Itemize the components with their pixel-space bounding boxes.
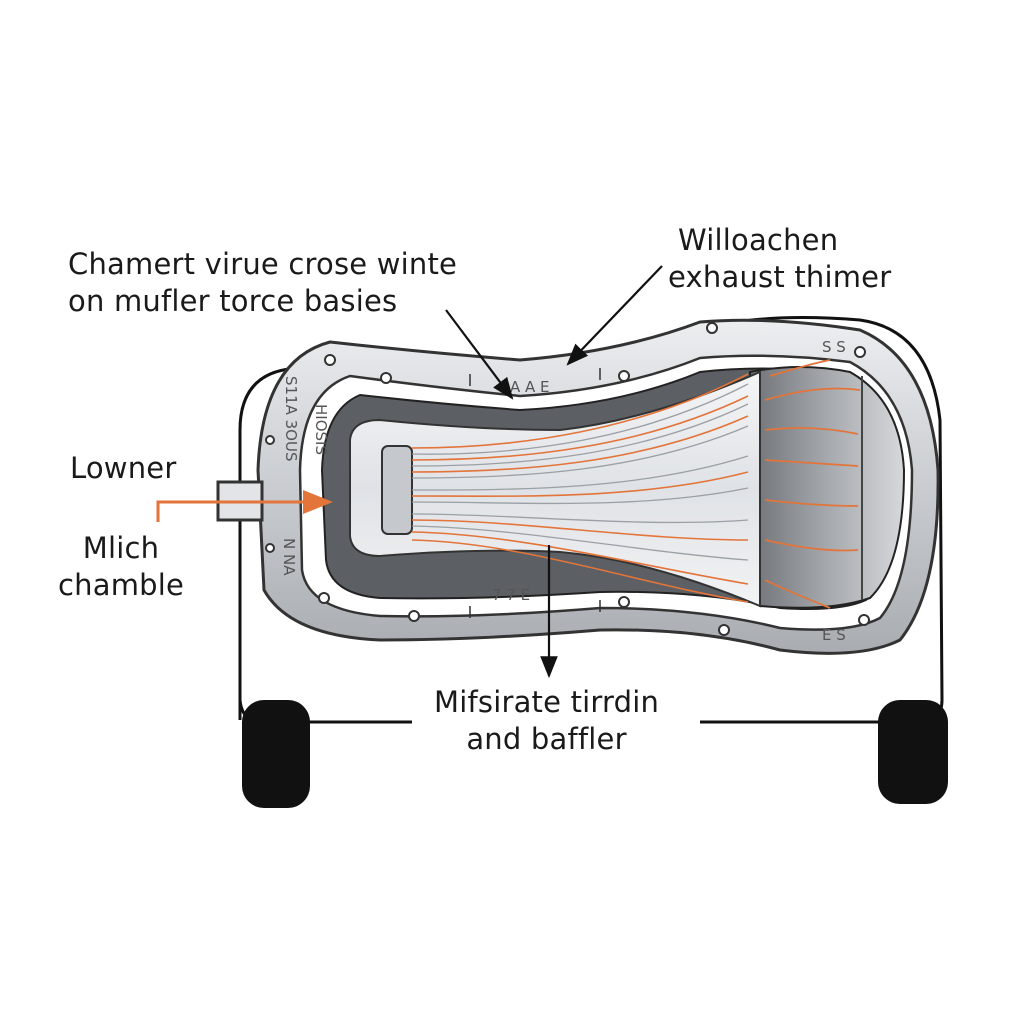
label-top-left: Chamert virue crose winte on mufler torc… — [68, 246, 457, 320]
label-left-lower: Mlich chamble — [58, 530, 184, 604]
casing-stamp-left-outer: S11A 3OUS — [282, 376, 300, 462]
leader-arrow-top-left — [445, 309, 514, 400]
label-left-upper: Lowner — [70, 450, 176, 487]
casing-stamp-bottom: 7 7 E — [492, 586, 530, 604]
left-tire — [242, 700, 310, 808]
label-left-upper-line-1: Lowner — [70, 451, 177, 485]
label-bottom-line-2: and baffler — [466, 722, 627, 756]
label-top-right-line-2: exhaust thimer — [668, 260, 892, 294]
label-left-lower-line-2: chamble — [58, 568, 185, 602]
label-top-right: Willoachen exhaust thimer — [668, 222, 891, 296]
flow-lines-orange — [411, 373, 749, 603]
label-left-lower-line-1: Mlich — [82, 531, 160, 565]
casing-stamp-left-lower: N NA — [280, 538, 298, 576]
tube-inlet-ring — [381, 445, 413, 535]
casing-ticks — [469, 368, 601, 618]
label-top-left-line-1: Chamert virue crose winte — [68, 247, 458, 281]
label-top-right-line-1: Willoachen — [678, 223, 839, 257]
right-tire — [878, 700, 948, 804]
drum-flow-lines — [764, 359, 861, 609]
flow-lines-grey — [411, 383, 749, 561]
label-top-left-line-2: on mufler torce basies — [68, 284, 398, 318]
label-bottom: Mifsirate tirrdin and baffler — [428, 684, 666, 758]
casing-stamp-right-bottom: E S — [822, 626, 846, 644]
resonator-drum — [748, 366, 906, 609]
label-bottom-line-1: Mifsirate tirrdin — [434, 685, 660, 719]
casing-stamp-left-inner: HIOSIS — [312, 404, 330, 455]
leader-arrow-top-right — [566, 265, 663, 366]
casing-stamp-right-top: S S — [822, 338, 846, 356]
leader-arrow-inlet — [156, 490, 333, 522]
casing-bolts — [265, 322, 870, 636]
casing-stamp-top: A A E — [510, 378, 550, 396]
